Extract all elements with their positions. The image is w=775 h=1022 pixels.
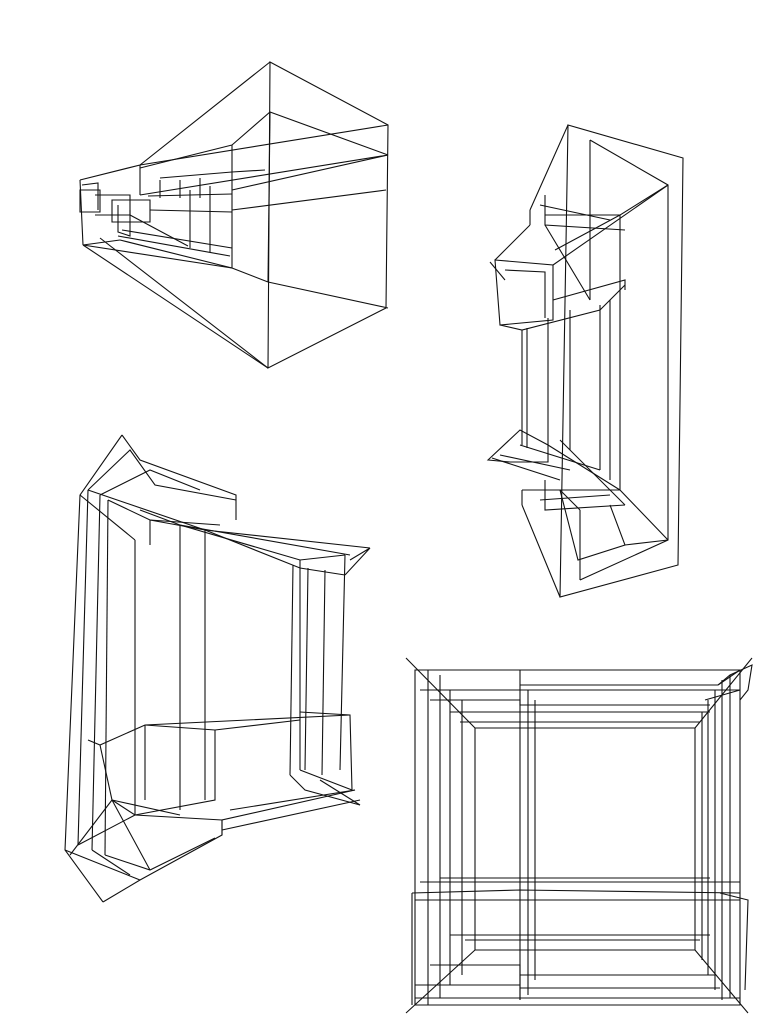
wireframe-panel-tilted bbox=[64, 434, 371, 903]
wireframe-panel-oblique bbox=[79, 61, 389, 369]
wireframe-panel-rotated bbox=[486, 124, 684, 598]
wireframe-panel-front bbox=[405, 657, 753, 1014]
